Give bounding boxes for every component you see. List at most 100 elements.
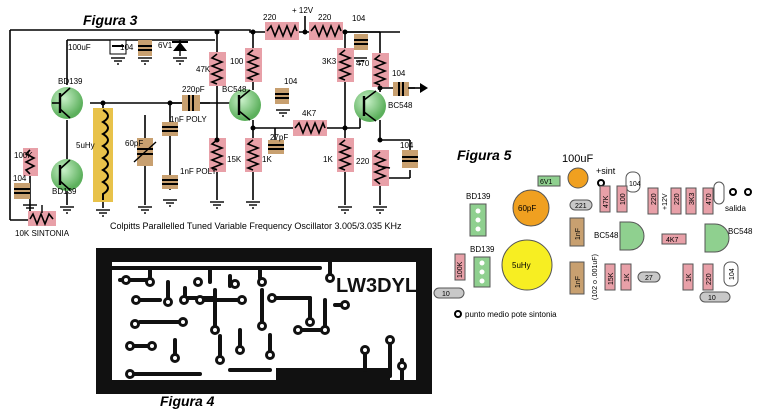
resistor-470 xyxy=(372,53,389,87)
label-c60pf: 60pF xyxy=(125,139,143,148)
layout-r100k xyxy=(454,253,466,281)
label-bc548-a: BC548 xyxy=(222,85,247,94)
resistor-4k7 xyxy=(293,120,327,136)
figure3-grounds xyxy=(23,57,387,217)
capacitor-104-right xyxy=(402,150,418,168)
resistor-220b xyxy=(309,22,343,40)
pcb-callsign: LW3DYL xyxy=(336,275,417,297)
layout-label-coil: 5uHy xyxy=(512,261,531,270)
figure3-resistors xyxy=(23,22,391,227)
layout-label-100uf: 100uF xyxy=(562,153,593,165)
svg-text:+12V: +12V xyxy=(662,193,669,210)
layout-pad-10a xyxy=(433,287,465,299)
label-zener: 6V1 xyxy=(158,41,173,50)
svg-text:220: 220 xyxy=(674,193,681,205)
output-arrow-icon xyxy=(408,83,428,93)
layout-pad-10b xyxy=(699,291,731,303)
layout-label-zener: 6V1 xyxy=(540,179,553,186)
label-r470: 470 xyxy=(356,59,370,68)
svg-text:10: 10 xyxy=(708,295,716,302)
resistor-100k xyxy=(23,148,38,176)
resistor-220c xyxy=(372,150,391,186)
svg-text:1K: 1K xyxy=(624,273,631,282)
layout-label-sint: +sint xyxy=(596,166,616,176)
label-bd139-bottom: BD139 xyxy=(52,187,77,196)
resistor-100 xyxy=(245,48,262,82)
svg-text:1K: 1K xyxy=(686,273,693,282)
figure5-layout: Figura 5 100uF +sint 104 6V1 60pF 5uHy B… xyxy=(433,147,753,319)
label-r220a: 220 xyxy=(263,13,277,22)
label-r4k7: 4K7 xyxy=(302,109,317,118)
label-supply: + 12V xyxy=(292,6,314,15)
transistor-bd139-bottom xyxy=(51,159,83,191)
layout-bc548-a xyxy=(619,221,645,251)
label-r1k-a: 1K xyxy=(262,155,272,164)
layout-label-bd139-b: BD139 xyxy=(470,245,495,254)
layout-label-1nf-a: 1nF xyxy=(575,228,582,240)
svg-text:100: 100 xyxy=(620,193,627,205)
label-coil: 5uHy xyxy=(76,141,95,150)
label-r220b: 220 xyxy=(318,13,332,22)
label-r100k: 100K xyxy=(14,151,33,160)
capacitor-104-left xyxy=(14,183,30,199)
layout-label-104-a: 104 xyxy=(629,181,641,188)
layout-cap-221 xyxy=(569,199,593,211)
label-c104-left: 104 xyxy=(13,174,27,183)
figure3-capacitors xyxy=(14,34,418,199)
resistor-3k3 xyxy=(337,48,354,82)
label-c104-top: 104 xyxy=(352,14,366,23)
pcb-pads xyxy=(121,273,407,379)
label-r3k3: 3K3 xyxy=(322,57,337,66)
layout-trimmer-60pf xyxy=(512,189,550,227)
svg-text:47K: 47K xyxy=(603,195,610,208)
label-c1nf-poly-a: 1nF POLY xyxy=(170,115,207,124)
capacitor-1nf-a xyxy=(162,122,178,136)
label-r15k: 15K xyxy=(227,155,242,164)
svg-text:220: 220 xyxy=(706,273,713,285)
layout-label-bc548-b: BC548 xyxy=(728,227,753,236)
zener-diode xyxy=(172,40,188,56)
resistor-1k-a xyxy=(245,138,262,172)
layout-label-221: 221 xyxy=(575,203,587,210)
svg-text:3K3: 3K3 xyxy=(689,192,696,205)
figure4-title: Figura 4 xyxy=(160,393,215,409)
capacitor-104-out xyxy=(393,82,409,96)
label-c104-b: 104 xyxy=(284,77,298,86)
layout-r1k-b xyxy=(682,263,694,291)
resistor-15k xyxy=(209,138,226,172)
layout-label-bd139-a: BD139 xyxy=(466,192,491,201)
layout-r1k-a xyxy=(620,263,632,291)
svg-text:104: 104 xyxy=(729,268,736,280)
layout-r4k7 xyxy=(661,233,687,245)
layout-cap-104-b xyxy=(723,261,739,287)
capacitor-27pf xyxy=(268,140,284,154)
svg-text:470: 470 xyxy=(706,193,713,205)
capacitor-104-a xyxy=(138,40,152,56)
transistor-bc548-a xyxy=(229,89,261,121)
figure3-caption: Colpitts Parallelled Tuned Variable Freq… xyxy=(110,221,402,231)
figure3-labels: + 12V 220 220 104 100uF 104 6V1 47K 100 … xyxy=(13,6,414,238)
resistor-1k-b xyxy=(337,138,354,172)
layout-label-60pf: 60pF xyxy=(518,204,536,213)
layout-zener xyxy=(537,175,561,187)
capacitor-104-b xyxy=(275,88,289,104)
label-r100: 100 xyxy=(230,57,244,66)
capacitor-1nf-b xyxy=(162,175,178,189)
layout-cap-1nf-a xyxy=(569,217,585,247)
potentiometer-10k xyxy=(28,205,56,227)
label-pot: 10K SINTONIA xyxy=(15,229,70,238)
layout-label-r4k7: 4K7 xyxy=(666,237,679,244)
layout-label-1nf-b: 1nF xyxy=(575,276,582,288)
label-c104-a: 104 xyxy=(120,43,134,52)
layout-r15k xyxy=(604,263,616,291)
variable-capacitor-60pf xyxy=(133,138,157,166)
label-c1nf-poly-b: 1nF POLY xyxy=(180,167,217,176)
figure5-title: Figura 5 xyxy=(457,147,512,163)
label-c104-out: 104 xyxy=(392,69,406,78)
layout-cap-104-a xyxy=(625,171,641,193)
layout-cap-100uf xyxy=(567,167,589,189)
label-c104-right: 104 xyxy=(400,141,414,150)
resistor-220a xyxy=(265,22,299,40)
label-r47k: 47K xyxy=(196,65,211,74)
